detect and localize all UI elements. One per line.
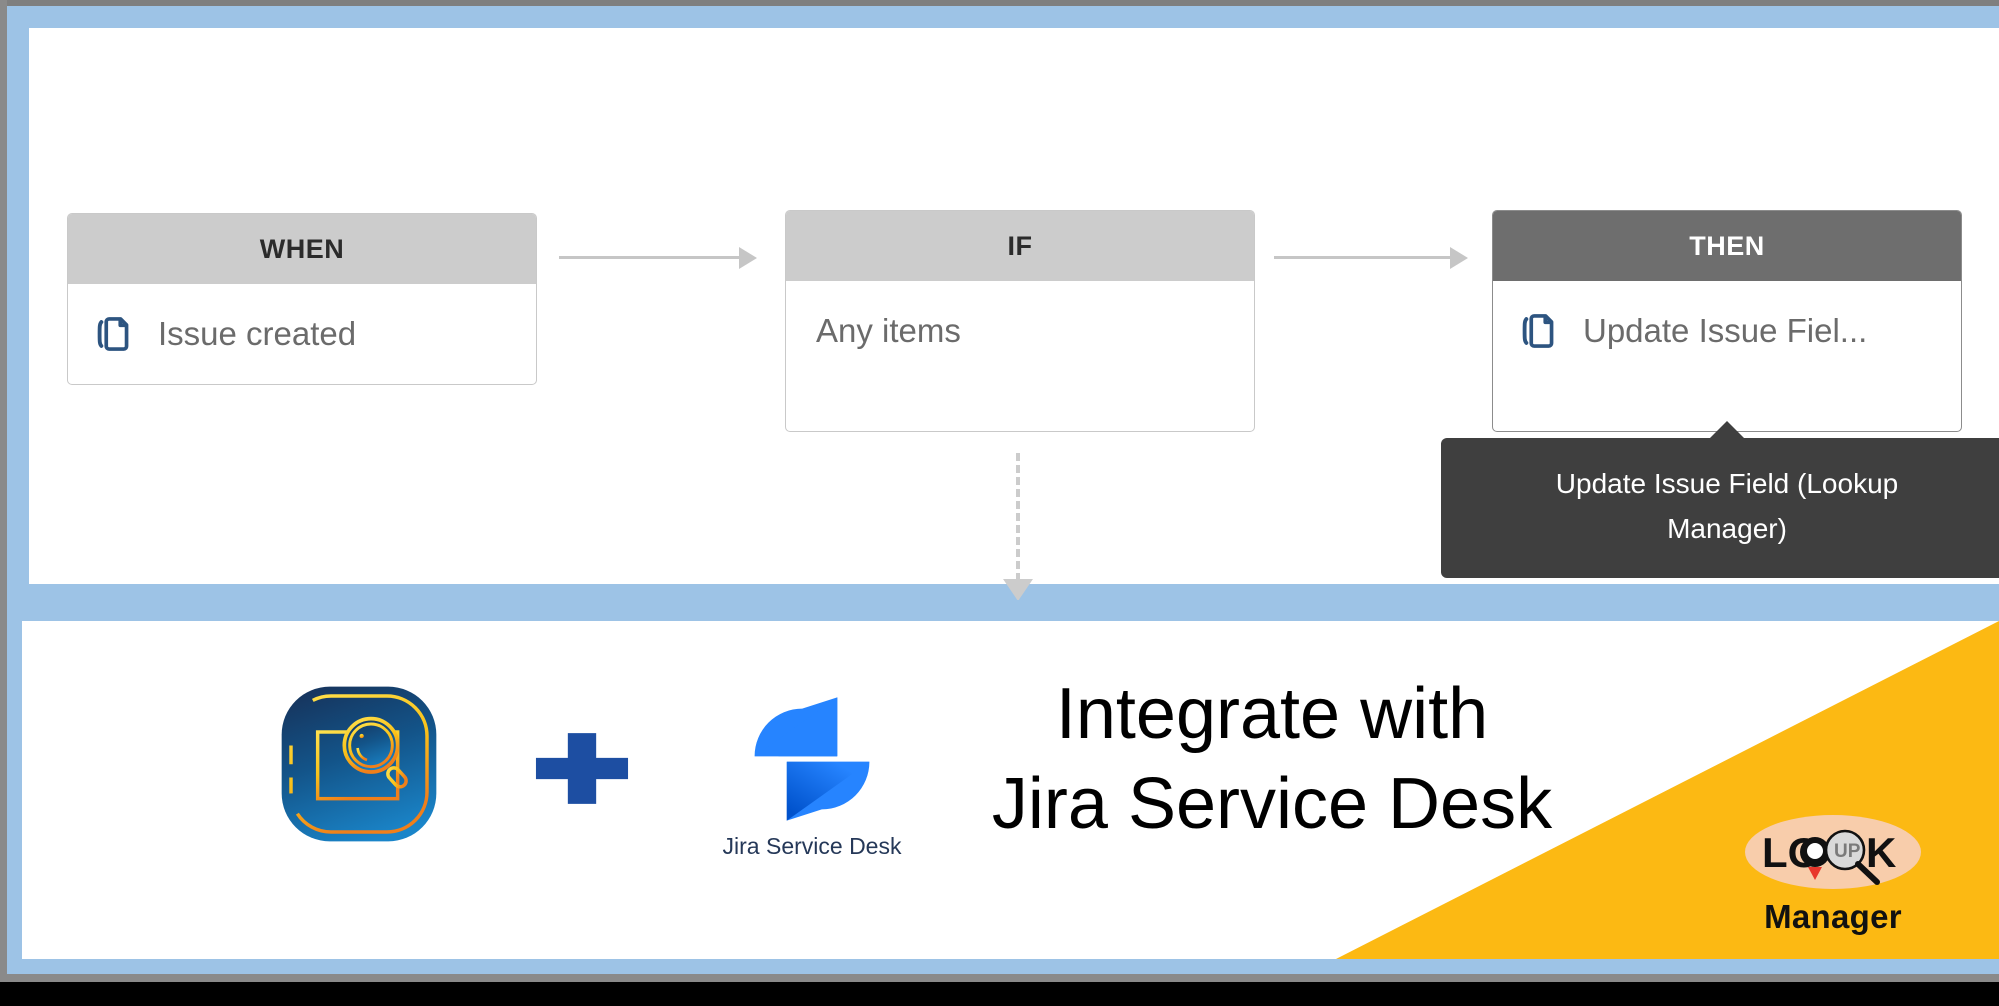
arrow-shaft: [559, 256, 741, 259]
window-bottom-edge: [0, 974, 1999, 982]
arrow-down-head: [1003, 579, 1033, 601]
headline: Integrate with Jira Service Desk: [852, 669, 1692, 849]
document-copy-icon: [1522, 314, 1554, 348]
window-left-edge: [0, 0, 7, 980]
card-body-when[interactable]: Issue created: [68, 284, 536, 384]
tooltip-update-issue-field: Update Issue Field (Lookup Manager): [1441, 421, 1999, 578]
tooltip-line-2: Manager): [1667, 512, 1787, 544]
card-label-if: Any items: [816, 312, 961, 349]
branding-panel: Jira Service Desk Integrate with Jira Se…: [22, 621, 1999, 959]
rule-builder-canvas: WHEN Issue created IF: [29, 28, 1999, 601]
rule-card-when[interactable]: WHEN Issue created: [67, 213, 537, 385]
card-header-when: WHEN: [68, 214, 536, 284]
card-body-then[interactable]: Update Issue Fiel...: [1493, 281, 1961, 381]
rule-card-if[interactable]: IF Any items: [785, 210, 1255, 432]
headline-line-1: Integrate with: [1055, 674, 1489, 754]
card-header-if: IF: [786, 211, 1254, 281]
card-body-if[interactable]: Any items: [786, 281, 1254, 381]
branding-row: Jira Service Desk Integrate with Jira Se…: [22, 621, 1999, 959]
jira-logo-caption: Jira Service Desk: [722, 833, 902, 859]
rule-builder-panel: WHEN Issue created IF: [7, 6, 1999, 601]
logo-text-up: UP: [1834, 841, 1861, 862]
arrow-head: [739, 247, 757, 269]
card-label-then: Update Issue Fiel...: [1583, 312, 1868, 349]
screen-bottom-band: [0, 982, 1999, 1006]
headline-line-2: Jira Service Desk: [991, 764, 1553, 844]
connector-arrow-down: [1003, 453, 1033, 613]
rule-card-then[interactable]: THEN Update Issue Fiel...: [1492, 210, 1962, 432]
tooltip-arrow: [1709, 421, 1745, 439]
arrow-dashed-line: [1016, 453, 1020, 581]
lookup-manager-logo-icon: LO UP K: [1745, 815, 1921, 889]
plus-icon: [535, 733, 629, 804]
card-label-when: Issue created: [158, 315, 357, 352]
connector-arrow-when-to-if: [559, 243, 759, 273]
connector-arrow-if-to-then: [1274, 243, 1470, 273]
logo-product-name: Manager: [1764, 898, 1902, 935]
window-top-edge: [0, 0, 1999, 6]
document-copy-icon: [97, 317, 129, 351]
arrow-head: [1450, 247, 1468, 269]
lookup-manager-app-icon: [281, 686, 437, 842]
jira-logo: [754, 697, 870, 821]
card-header-then: THEN: [1493, 211, 1961, 281]
arrow-shaft: [1274, 256, 1452, 259]
logo-text-k: K: [1866, 829, 1896, 876]
tooltip-line-1: Update Issue Field (Lookup: [1555, 468, 1899, 499]
